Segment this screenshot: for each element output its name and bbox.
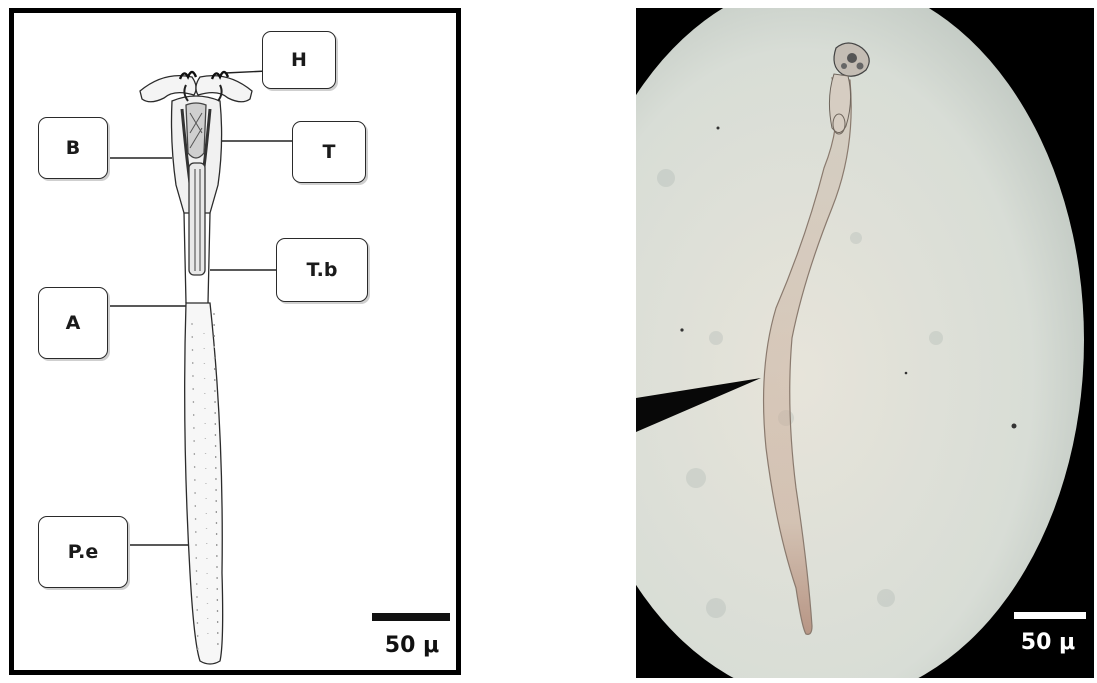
proboscis-drawing [140, 72, 252, 664]
micrograph-panel: 50 μ [636, 8, 1094, 678]
label-h: H [262, 31, 336, 89]
micrograph-photo [636, 8, 1094, 678]
scale-bar-left [372, 613, 450, 621]
drawing-panel: H B T T.b A P.e 50 μ [9, 8, 461, 675]
label-b: B [38, 117, 108, 179]
scale-label-left: 50 μ [372, 633, 452, 658]
label-tb: T.b [276, 238, 368, 302]
label-a: A [38, 287, 108, 359]
label-pe: P.e [38, 516, 128, 588]
scale-bar-right [1014, 612, 1086, 619]
label-t: T [292, 121, 366, 183]
scale-label-right: 50 μ [1008, 630, 1088, 655]
field-of-view [636, 8, 1084, 678]
